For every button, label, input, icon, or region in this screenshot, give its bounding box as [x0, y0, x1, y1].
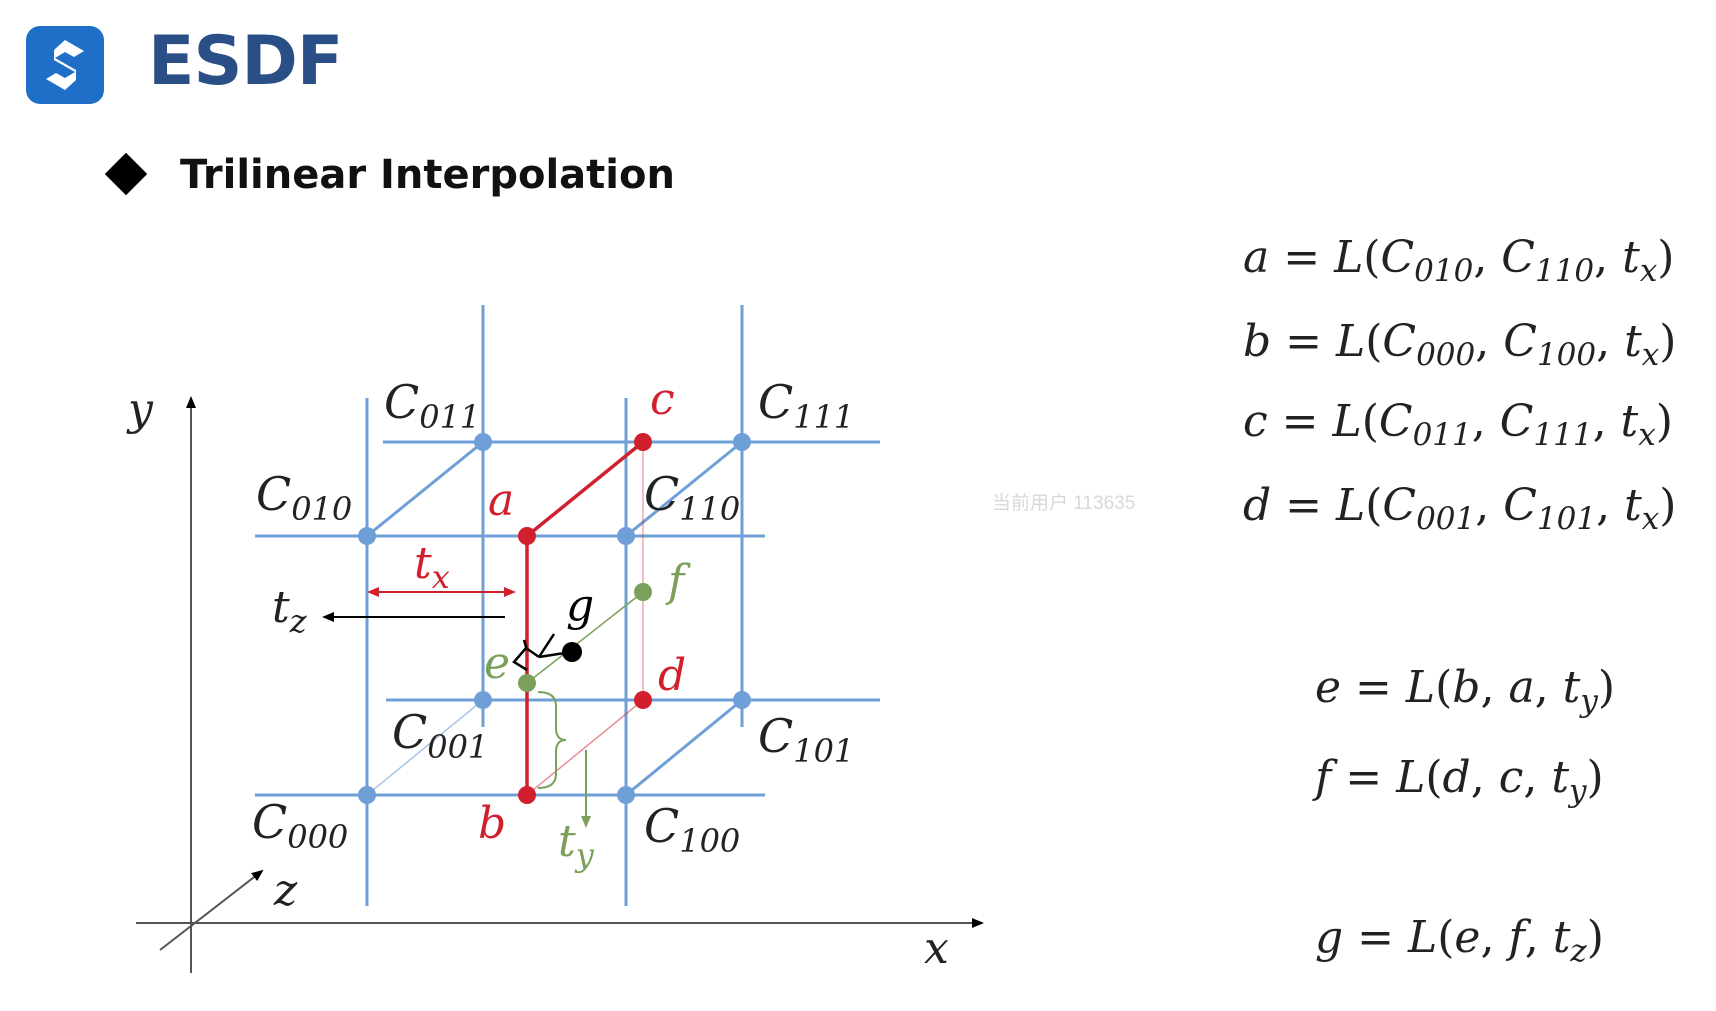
red-lines [525, 440, 645, 795]
front-grid [255, 398, 765, 906]
label-e: e [484, 638, 510, 689]
point-c101 [733, 691, 751, 709]
s-logo-icon [26, 26, 104, 104]
watermark: 当前用户 113635 [992, 493, 1136, 514]
section-heading: Trilinear Interpolation [180, 152, 675, 198]
label-c000: C000 [252, 795, 348, 856]
label-ty: ty [558, 816, 595, 874]
point-e [518, 674, 536, 692]
label-c: c [650, 374, 675, 425]
point-c [634, 433, 652, 451]
depth-edges [366, 440, 743, 797]
label-c100: C100 [644, 799, 740, 860]
interp-points [518, 433, 652, 804]
point-c010 [358, 527, 376, 545]
label-tz: tz [272, 582, 308, 640]
point-a [518, 527, 536, 545]
s-logo-glyph [46, 40, 84, 90]
point-c111 [733, 433, 751, 451]
point-g [562, 642, 582, 662]
label-c011: C011 [384, 375, 480, 436]
point-c100 [617, 786, 635, 804]
back-grid [383, 305, 880, 727]
point-c000 [358, 786, 376, 804]
axis-label-x: x [924, 923, 949, 974]
helper-lines [526, 442, 644, 796]
point-b [518, 786, 536, 804]
page-title: ESDF [148, 22, 343, 101]
axis-label-z: z [273, 865, 298, 916]
label-c110: C110 [644, 467, 740, 528]
point-c110 [617, 527, 635, 545]
label-c001: C001 [392, 705, 488, 766]
label-f: f [665, 556, 691, 607]
label-c010: C010 [256, 467, 352, 528]
label-b: b [478, 798, 506, 849]
point-f [634, 583, 652, 601]
z-axis [159, 869, 264, 951]
corner-points [358, 433, 751, 804]
label-c111: C111 [758, 375, 854, 436]
point-d [634, 691, 652, 709]
label-d: d [658, 650, 686, 701]
label-a: a [488, 475, 514, 526]
point-c011 [474, 433, 492, 451]
point-c001 [474, 691, 492, 709]
axis-label-y: y [126, 384, 154, 435]
axes [136, 396, 984, 973]
label-c101: C101 [758, 709, 854, 770]
label-g: g [566, 580, 594, 631]
ty-brace [537, 691, 567, 789]
label-tx: tx [414, 538, 450, 596]
